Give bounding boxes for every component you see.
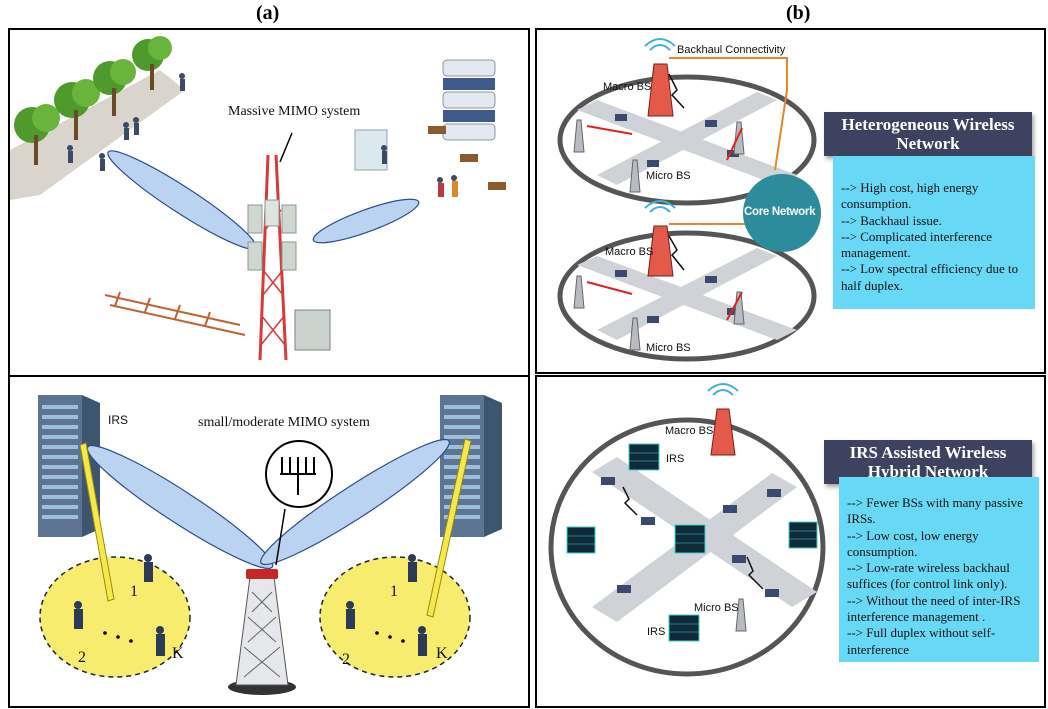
user-label-k-left: K <box>172 645 184 662</box>
backhaul-label: Backhaul Connectivity <box>677 44 786 56</box>
user-label-2-right: 2 <box>342 651 350 668</box>
caption-b: (b) <box>786 2 811 24</box>
irs-hybrid-illustration <box>548 383 826 677</box>
hetnet-header-line2: Network <box>896 134 960 153</box>
info-line: consumption. <box>847 543 918 559</box>
irs-hybrid-info-box: --> Fewer BSs with many passive IRSs. --… <box>839 477 1039 662</box>
panel-b-top: Backhaul Connectivity Core Network Macro… <box>535 28 1046 374</box>
macro-bs-label-1: Macro BS <box>603 81 652 93</box>
info-line: half duplex. <box>841 277 904 293</box>
macro-tower-icon <box>710 408 736 456</box>
small-mimo-illustration <box>38 395 502 695</box>
info-line: consumption. <box>841 196 912 212</box>
core-network-label: Core Network <box>744 206 816 218</box>
info-line: --> Low-rate wireless backhaul <box>847 560 1010 576</box>
small-mimo-label: small/moderate MIMO system <box>198 415 370 430</box>
micro-bs-label-1: Micro BS <box>646 170 691 182</box>
panel-b-bottom: Macro BS IRS Micro BS IRS IRS Assisted W… <box>535 375 1046 708</box>
irs-label: IRS <box>108 413 129 427</box>
macro-tower-icon <box>647 63 674 277</box>
hetnet-info-box: --> High cost, high energy consumption. … <box>833 156 1035 309</box>
info-line: management. <box>841 245 911 261</box>
info-line: --> Low spectral efficiency due to <box>841 261 1019 277</box>
micro-bs-label: Micro BS <box>694 602 739 614</box>
massive-mimo-label: Massive MIMO system <box>228 104 361 119</box>
building-icon <box>38 395 100 537</box>
info-line: IRSs. <box>847 511 876 527</box>
irs-panel-icon <box>566 443 818 642</box>
user-label-1-right: 1 <box>390 583 398 600</box>
hetnet-header-line1: Heterogeneous Wireless <box>841 115 1015 134</box>
user-icon <box>74 554 427 656</box>
tower-icon <box>228 569 296 695</box>
irs-hybrid-header-line2: Hybrid Network <box>867 462 989 481</box>
tower-icon <box>247 154 297 361</box>
info-line: --> Without the need of inter-IRS <box>847 592 1021 608</box>
info-line: --> Full duplex without self- <box>847 625 996 641</box>
irs-hybrid-header: IRS Assisted Wireless Hybrid Network <box>824 440 1032 484</box>
macro-bs-label: Macro BS <box>665 425 714 437</box>
macro-bs-label-2: Macro BS <box>605 246 654 258</box>
user-label-1-left: 1 <box>130 583 138 600</box>
irs-hybrid-header-line1: IRS Assisted Wireless <box>849 443 1007 462</box>
massive-mimo-illustration <box>10 36 506 361</box>
hetnet-header: Heterogeneous Wireless Network <box>824 112 1032 156</box>
user-label-2-left: 2 <box>78 649 86 666</box>
tree-icon <box>14 36 172 165</box>
caption-a: (a) <box>256 2 280 24</box>
info-line: interference management . <box>847 609 986 625</box>
info-line: --> Backhaul issue. <box>841 212 942 228</box>
info-line: interference <box>847 641 910 657</box>
info-line: suffices (for control link only). <box>847 576 1008 592</box>
info-line: --> Complicated interference <box>841 228 992 244</box>
antenna-icon <box>280 457 316 495</box>
building-icon <box>442 59 496 141</box>
info-line: --> Fewer BSs with many passive <box>847 495 1023 510</box>
hetnet-illustration <box>557 38 821 362</box>
panel-a-bottom: IRS small/moderate MIMO system 1 2 K 1 2… <box>8 375 530 708</box>
irs-label-top: IRS <box>666 453 685 465</box>
micro-bs-label-2: Micro BS <box>646 342 691 354</box>
irs-label-bottom: IRS <box>647 626 666 638</box>
user-label-k-right: K <box>436 645 448 662</box>
info-line: --> High cost, high energy <box>841 180 979 195</box>
info-line: --> Low cost, low energy <box>847 527 979 543</box>
panel-a-top: Massive MIMO system <box>8 28 530 377</box>
